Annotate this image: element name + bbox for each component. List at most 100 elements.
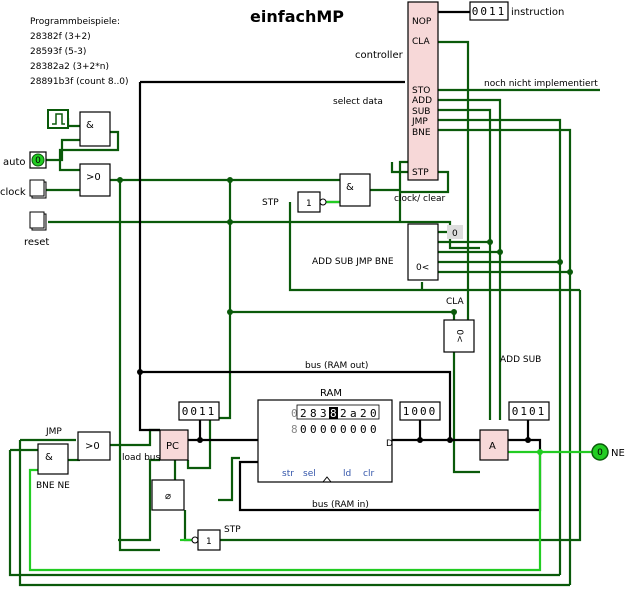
add-sub-jmp-bne-label: ADD SUB JMP BNE bbox=[312, 257, 394, 267]
svg-text:0<: 0< bbox=[416, 263, 429, 273]
ram-cell: 0 bbox=[320, 423, 327, 436]
example-line: 28593f (5-3) bbox=[30, 47, 86, 57]
acc-display: 0101 bbox=[508, 401, 550, 421]
instruction-value: 0011 bbox=[472, 5, 507, 18]
svg-text:0: 0 bbox=[597, 448, 603, 458]
example-line: 28382f (3+2) bbox=[30, 32, 91, 42]
pin-sub: SUB bbox=[412, 107, 430, 117]
ram-label: RAM bbox=[320, 388, 342, 399]
ram-cell: a bbox=[350, 407, 357, 420]
svg-text:⌀: ⌀ bbox=[165, 491, 171, 502]
ne-output: 0 bbox=[591, 443, 609, 461]
stp-label: STP bbox=[262, 198, 279, 208]
svg-text:&: & bbox=[45, 452, 53, 463]
ram-cell: 0 bbox=[350, 423, 357, 436]
ram-cell: 3 bbox=[320, 407, 327, 420]
and-gate-clock: & bbox=[79, 111, 111, 147]
stp-buffer: 1 bbox=[297, 191, 327, 213]
svg-text:0: 0 bbox=[291, 407, 298, 420]
ram-cell: 0 bbox=[360, 423, 367, 436]
auto-input[interactable]: 0 bbox=[29, 151, 47, 169]
bus-wires bbox=[137, 80, 542, 512]
pc-register: PC bbox=[159, 429, 189, 461]
example-line: 28382a2 (3+2*n) bbox=[30, 62, 109, 72]
ram-cell: 0 bbox=[300, 423, 307, 436]
svg-text:0: 0 bbox=[452, 229, 458, 239]
controller-block: NOP CLA STO ADD SUB JMP BNE STP bbox=[407, 1, 439, 181]
ram-pin-str: str bbox=[282, 469, 294, 479]
ram-cell: 2 bbox=[300, 407, 307, 420]
examples-block: Programmbeispiele: 28382f (3+2) 28593f (… bbox=[30, 17, 129, 87]
svg-text:&: & bbox=[86, 120, 94, 131]
ram-cell: 8 bbox=[330, 407, 337, 420]
ram-cell: 0 bbox=[330, 423, 337, 436]
empty-set-gate: ⌀ bbox=[151, 479, 185, 511]
and-gate-controller: & bbox=[339, 173, 371, 207]
wires bbox=[8, 40, 600, 587]
pc-value: 0011 bbox=[182, 405, 217, 418]
gt0-gate-clock: >0 bbox=[79, 163, 111, 197]
ram-cell-cursor bbox=[329, 407, 338, 419]
svg-text:&: & bbox=[346, 182, 354, 193]
acc-value: 0101 bbox=[512, 405, 547, 418]
reset-label: reset bbox=[24, 237, 49, 248]
pin-bne: BNE bbox=[412, 128, 431, 138]
ram-row-frame bbox=[296, 404, 380, 420]
auto-label: auto bbox=[3, 157, 26, 168]
svg-text:>0: >0 bbox=[85, 441, 100, 452]
cla-label: CLA bbox=[446, 297, 465, 307]
load-bus-label: load bus bbox=[122, 453, 161, 463]
instruction-label: instruction bbox=[511, 7, 564, 18]
pin-add: ADD bbox=[412, 96, 432, 106]
zero-constant: 0 bbox=[447, 225, 463, 239]
examples-header: Programmbeispiele: bbox=[30, 17, 120, 27]
ram-pin-clr: clr bbox=[363, 469, 374, 479]
and-gate-jmp: & bbox=[37, 443, 69, 475]
ne-label: NE bbox=[611, 448, 625, 459]
ram-cell: 0 bbox=[340, 423, 347, 436]
clock-clear-label: clock/ clear bbox=[394, 194, 446, 204]
ram-pin-ld: ld bbox=[343, 469, 351, 479]
clock-label: clock bbox=[0, 187, 26, 198]
ram-cell: 8 bbox=[310, 407, 317, 420]
reset-button[interactable] bbox=[29, 211, 47, 231]
gt0-gate-jmp: >0 bbox=[77, 431, 111, 461]
example-line: 28891b3f (count 8..0) bbox=[30, 77, 129, 87]
bne-ne-label: BNE NE bbox=[36, 481, 70, 491]
svg-text:A: A bbox=[489, 441, 496, 452]
clock-button[interactable] bbox=[29, 179, 47, 199]
svg-text:8: 8 bbox=[291, 423, 298, 436]
bus-ram-in-label: bus (RAM in) bbox=[312, 500, 369, 510]
auto-value: 0 bbox=[35, 156, 41, 166]
ram-cell: 0 bbox=[370, 423, 377, 436]
ram-cell: 0 bbox=[370, 407, 377, 420]
svg-text:0<: 0< bbox=[454, 329, 464, 342]
active-wires bbox=[28, 200, 595, 572]
not-implemented-label: noch nicht implementiert bbox=[484, 79, 598, 89]
pin-sto: STO bbox=[412, 86, 430, 96]
pin-jmp: JMP bbox=[411, 117, 428, 127]
svg-text:1: 1 bbox=[206, 537, 212, 547]
svg-text:>0: >0 bbox=[86, 172, 101, 183]
controller-label: controller bbox=[355, 50, 404, 61]
ram-out-display: 1000 bbox=[399, 401, 441, 421]
jmp-label: JMP bbox=[45, 427, 62, 437]
cla-zero-block: 0< bbox=[443, 319, 475, 353]
zero-compare-block: 0< bbox=[407, 223, 439, 281]
ram-out-value: 1000 bbox=[403, 405, 438, 418]
ram-cell: 2 bbox=[340, 407, 347, 420]
pin-stp: STP bbox=[412, 168, 429, 178]
add-sub-label: ADD SUB bbox=[500, 355, 541, 365]
pin-cla: CLA bbox=[412, 37, 431, 47]
select-data-label: select data bbox=[333, 97, 383, 107]
instruction-display: 0011 bbox=[469, 1, 509, 21]
stp-label-bottom: STP bbox=[224, 525, 241, 535]
pin-nop: NOP bbox=[412, 17, 432, 27]
ram-pin-sel: sel bbox=[303, 469, 316, 479]
bus-ram-out-label: bus (RAM out) bbox=[305, 361, 368, 371]
ram-pin-d: D bbox=[386, 439, 393, 449]
ram-cell: 2 bbox=[360, 407, 367, 420]
ram-cell: 0 bbox=[310, 423, 317, 436]
